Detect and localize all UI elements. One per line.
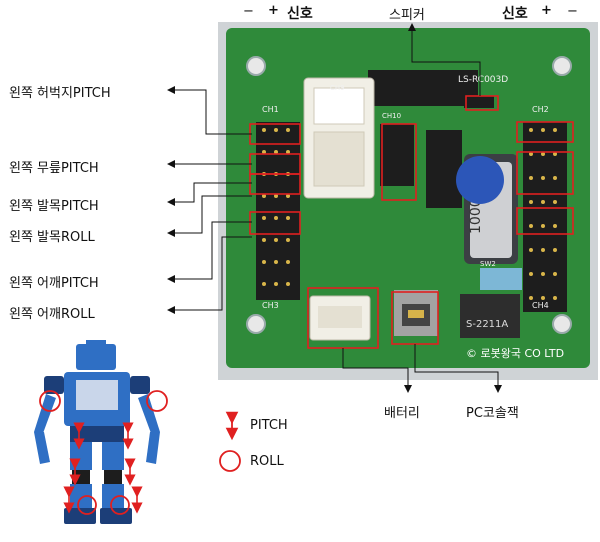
ch1-silkscreen: CH1 — [262, 105, 279, 114]
hl-pc-jack — [391, 291, 439, 345]
robot-roll-right-shoulder — [146, 390, 168, 412]
hl-left-2 — [249, 153, 301, 175]
hl-right-2 — [516, 151, 574, 195]
hl-battery — [307, 287, 379, 349]
ch10-silkscreen: CH10 — [382, 112, 401, 120]
label-left-shoulder-roll: 왼쪽 어깨ROLL — [9, 307, 95, 322]
hl-speaker — [465, 95, 499, 111]
robot-roll-right-ankle — [110, 495, 130, 515]
legend-roll-label: ROLL — [250, 454, 284, 469]
label-left-knee-pitch: 왼쪽 무릎PITCH — [9, 161, 99, 176]
top-left-plus: + — [268, 3, 279, 18]
hl-right-3 — [516, 207, 574, 235]
label-left-ankle-roll: 왼쪽 발목ROLL — [9, 230, 95, 245]
robot-roll-left-shoulder — [39, 390, 61, 412]
controller-board-photo: 1000 S-2211A LS-RC003D CH1 CH2 CH3 CH4 C… — [218, 22, 598, 380]
sw2-silkscreen: SW2 — [480, 260, 496, 268]
hl-left-1 — [249, 123, 301, 145]
robot-roll-left-ankle — [77, 495, 97, 515]
label-pc-jack: PC코솔잭 — [466, 406, 519, 421]
ch4-silkscreen: CH4 — [532, 301, 549, 310]
copyright-text: © 로봇왕국 CO LTD — [466, 347, 565, 360]
leader-shoulder-roll — [167, 236, 252, 314]
ch9-silkscreen: CH9 — [330, 84, 345, 92]
label-left-shoulder-pitch: 왼쪽 어깨PITCH — [9, 276, 99, 291]
label-left-ankle-pitch: 왼쪽 발목PITCH — [9, 199, 99, 214]
robot-photo — [20, 336, 175, 536]
top-left-signal: 신호 — [287, 6, 313, 22]
top-right-signal: 신호 — [502, 6, 528, 22]
leader-ankle-pitch — [167, 182, 252, 206]
reg-label: S-2211A — [466, 319, 508, 330]
label-battery: 배터리 — [384, 406, 420, 421]
cap-label: 1000 — [468, 198, 484, 234]
hl-center — [381, 123, 417, 201]
top-speaker: 스피커 — [389, 8, 425, 23]
hl-right-1 — [516, 121, 574, 143]
top-right-plus: + — [541, 3, 552, 18]
model-silkscreen: LS-RC003D — [458, 75, 508, 85]
hl-left-3 — [249, 173, 301, 195]
leader-speaker — [408, 23, 481, 96]
hl-left-4 — [249, 211, 301, 235]
leader-pc-jack — [414, 344, 502, 393]
legend-roll-icon — [219, 450, 241, 472]
leader-ankle-roll — [167, 195, 252, 237]
leader-shoulder-pitch — [167, 221, 252, 283]
top-right-minus: − — [567, 4, 578, 19]
top-left-minus: − — [243, 4, 254, 19]
legend-pitch-label: PITCH — [250, 418, 288, 433]
leader-thigh-pitch — [167, 86, 252, 135]
label-left-thigh-pitch: 왼쪽 허벅지PITCH — [9, 86, 111, 101]
leader-battery — [342, 348, 412, 393]
ch3-silkscreen: CH3 — [262, 301, 279, 310]
ch2-silkscreen: CH2 — [532, 105, 549, 114]
